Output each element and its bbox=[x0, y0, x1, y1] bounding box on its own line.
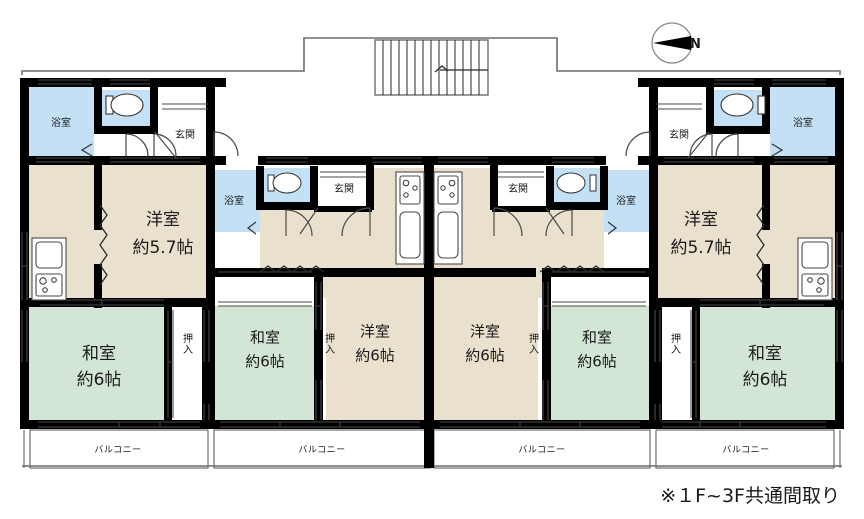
u2-balcony-label: バルコニー bbox=[298, 445, 345, 456]
sink-icon bbox=[35, 241, 63, 269]
u3-japanese-label: 和室 bbox=[582, 329, 612, 347]
window-lines bbox=[21, 79, 843, 428]
u4-genkan-room bbox=[650, 90, 708, 156]
u2-genkan-label: 玄関 bbox=[334, 182, 354, 195]
u1-japanese-fill bbox=[28, 306, 168, 422]
u2-partition-zigzag bbox=[259, 265, 325, 273]
u2-bath-fill bbox=[212, 170, 260, 232]
u4-kitchen-unit bbox=[797, 237, 833, 301]
structural-walls bbox=[20, 78, 844, 468]
u4-partition-zigzag bbox=[756, 204, 765, 286]
stove-icon bbox=[801, 273, 829, 297]
u2-bath-label: 浴室 bbox=[224, 194, 244, 207]
u3-genkan-label: 玄関 bbox=[508, 182, 528, 195]
u2-western-fill bbox=[326, 276, 432, 422]
u3-kitchen-unit bbox=[433, 171, 463, 265]
room-fills bbox=[28, 86, 836, 422]
u2-toilet-icon bbox=[267, 172, 302, 194]
u1-genkan-label: 玄関 bbox=[175, 128, 195, 141]
stair-treads bbox=[382, 40, 480, 95]
u4-western-label: 洋室 bbox=[684, 210, 718, 230]
u3-toilet-icon bbox=[556, 172, 597, 194]
u4-closet-room bbox=[658, 306, 696, 422]
u2-japanese-size: 約6帖 bbox=[245, 353, 285, 371]
u4-japanese-fill bbox=[696, 306, 836, 422]
u3-genkan-room bbox=[494, 168, 546, 210]
u2-balcony bbox=[213, 429, 431, 469]
u1-western-size: 約5.7帖 bbox=[132, 238, 193, 258]
u3-japanese-size: 約6帖 bbox=[577, 353, 617, 371]
stair-direction-arrow bbox=[434, 65, 488, 73]
u1-genkan-room bbox=[156, 90, 214, 156]
u4-closet-vertical-label: 押入 bbox=[671, 334, 681, 356]
common-corridor-stairs bbox=[21, 37, 841, 96]
u1-partition-zigzag bbox=[99, 204, 108, 286]
u2-kitchen-unit bbox=[395, 171, 425, 265]
u1-bath-label: 浴室 bbox=[51, 116, 71, 129]
u3-western-fill bbox=[432, 276, 538, 422]
u1-bath-fill bbox=[28, 86, 94, 156]
u1-toilet-icon bbox=[105, 93, 144, 117]
u3-closet-vertical-label: 押入 bbox=[529, 334, 539, 356]
door-swings bbox=[125, 131, 739, 237]
u3-balcony bbox=[433, 429, 651, 469]
u1-japanese-size: 約6帖 bbox=[77, 370, 122, 390]
u4-japanese-size: 約6帖 bbox=[743, 370, 788, 390]
u4-bath-fill bbox=[770, 86, 836, 156]
u3-western-size: 約6帖 bbox=[465, 347, 505, 365]
white-rooms bbox=[100, 90, 764, 422]
room-labels: 浴室 玄関 洋室 約5.7帖 和室 約6帖 押入 バルコニー 浴室 玄関 押入 … bbox=[51, 116, 813, 456]
partition-zigzags bbox=[99, 204, 765, 286]
u4-balcony bbox=[655, 429, 835, 469]
u4-toilet-icon bbox=[720, 93, 766, 117]
u4-western-size: 約5.7帖 bbox=[670, 238, 731, 258]
stove-icon bbox=[35, 273, 63, 297]
u2-closet-room bbox=[214, 276, 318, 306]
u4-japanese-label: 和室 bbox=[748, 344, 782, 364]
window-mullions bbox=[22, 265, 842, 427]
u3-western-label: 洋室 bbox=[470, 323, 500, 341]
u3-closet-room bbox=[546, 276, 650, 306]
u3-partition-zigzag bbox=[539, 265, 605, 273]
u1-kitchen-unit bbox=[31, 237, 67, 301]
stove-icon bbox=[399, 175, 421, 205]
u2-japanese-label: 和室 bbox=[250, 329, 280, 347]
u4-balcony-label: バルコニー bbox=[722, 445, 769, 456]
u1-closet-room bbox=[168, 306, 206, 422]
plan-note: ※１F~3F共通間取り bbox=[660, 485, 840, 507]
u3-bath-fill bbox=[604, 170, 652, 232]
kitchen-fixtures bbox=[31, 171, 833, 301]
u2-western-label: 洋室 bbox=[360, 323, 390, 341]
u3-balcony-label: バルコニー bbox=[518, 445, 565, 456]
u3-bath-label: 浴室 bbox=[616, 194, 636, 207]
u2-genkan-room bbox=[318, 168, 370, 210]
u2-closet-vertical-label: 押入 bbox=[325, 334, 335, 356]
stove-icon bbox=[437, 175, 459, 205]
toilet-fixtures bbox=[105, 93, 766, 194]
sink-icon bbox=[801, 241, 829, 269]
u3-japanese-fill bbox=[546, 306, 650, 422]
sink-icon bbox=[437, 211, 459, 259]
u2-western-size: 約6帖 bbox=[355, 347, 395, 365]
u2-japanese-fill bbox=[214, 306, 318, 422]
u1-western-label: 洋室 bbox=[146, 210, 180, 230]
compass-north-label: N bbox=[690, 37, 701, 52]
u1-balcony bbox=[29, 429, 209, 469]
u1-balcony-label: バルコニー bbox=[94, 445, 141, 456]
u1-closet-vertical-label: 押入 bbox=[183, 334, 193, 356]
u1-japanese-label: 和室 bbox=[82, 344, 116, 364]
compass-needle-icon bbox=[653, 36, 691, 50]
bath-door-marks bbox=[80, 143, 784, 235]
u4-bath-label: 浴室 bbox=[793, 116, 813, 129]
balconies bbox=[22, 429, 842, 469]
u4-genkan-label: 玄関 bbox=[669, 128, 689, 141]
sink-icon bbox=[399, 211, 421, 259]
compass-rose: N bbox=[651, 22, 701, 64]
